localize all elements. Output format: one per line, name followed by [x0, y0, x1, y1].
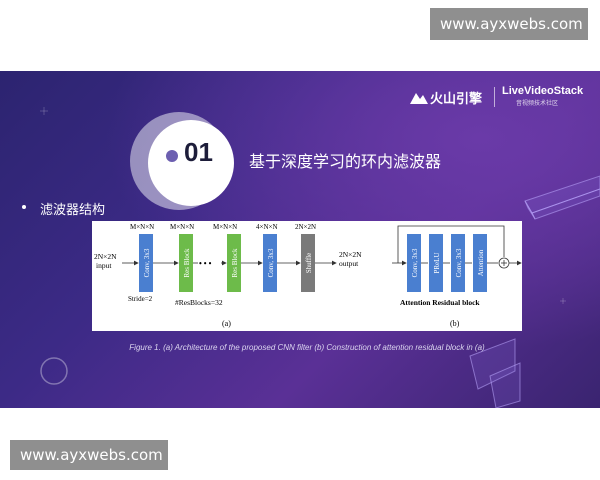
- attn-conv-1: [407, 234, 421, 292]
- input-label: input: [96, 261, 112, 270]
- attn-attention-label: Attention: [477, 249, 485, 276]
- res-block-1: [179, 234, 193, 292]
- res-block-2: [227, 234, 241, 292]
- attention-title: Attention Residual block: [400, 298, 480, 307]
- bullet-text: 滤波器结构: [40, 203, 106, 218]
- watermark-top: www.ayxwebs.com: [430, 8, 588, 40]
- conv-block-1-label: Conv, 3x3: [143, 248, 151, 277]
- bullet-dot: [22, 205, 26, 209]
- shuffle-block: [301, 234, 315, 292]
- resblocks-label: #ResBlocks=32: [175, 298, 223, 307]
- shuffle-block-label: Shuffle: [305, 253, 313, 273]
- attn-conv-2: [451, 234, 465, 292]
- section-number: 01: [184, 137, 213, 167]
- livevideostack-logo: LiveVideoStack 音视频技术社区: [502, 85, 583, 107]
- logo-divider: [494, 87, 495, 107]
- dim-2: M×N×N: [170, 223, 194, 231]
- res-block-1-label: Res Block: [183, 248, 191, 277]
- section-badge: [148, 120, 234, 206]
- attn-conv-1-label: Conv, 3x3: [411, 248, 419, 277]
- logo-left-text: 火山引擎: [430, 92, 483, 107]
- figure-panel: 2N×2N input Conv, 3x3 M×N×N Stride=2 Res…: [92, 221, 522, 331]
- input-dim: 2N×2N: [94, 252, 117, 261]
- watermark-bottom: www.ayxwebs.com: [10, 440, 168, 470]
- mountain-icon: [410, 93, 428, 104]
- dim-4: 4×N×N: [256, 223, 278, 231]
- attn-attention: [473, 234, 487, 292]
- figure-caption: Figure 1. (a) Architecture of the propos…: [129, 343, 485, 352]
- slide: 火山引擎 LiveVideoStack 音视频技术社区 01 基于深度学习的环内…: [0, 71, 600, 408]
- logo-right-subtitle: 音视频技术社区: [516, 100, 559, 107]
- dim-3: M×N×N: [213, 223, 237, 231]
- conv-block-1: [139, 234, 153, 292]
- label-b: (b): [450, 319, 460, 328]
- badge-dot: [166, 150, 178, 162]
- skip-connection: [397, 225, 505, 263]
- label-a: (a): [222, 319, 231, 328]
- output-label: output: [339, 259, 359, 268]
- section-heading: 基于深度学习的环内滤波器: [249, 152, 442, 171]
- logo-right-text: LiveVideoStack: [502, 85, 584, 97]
- conv-block-2-label: Conv, 3x3: [267, 248, 275, 277]
- res-block-2-label: Res Block: [231, 248, 239, 277]
- conv-block-2: [263, 234, 277, 292]
- attn-prelu-label: PReLU: [433, 253, 441, 274]
- attn-conv-2-label: Conv, 3x3: [455, 248, 463, 277]
- attn-prelu: [429, 234, 443, 292]
- dim-1: M×N×N: [130, 223, 154, 231]
- dim-5: 2N×2N: [295, 223, 316, 231]
- ellipsis: • • •: [199, 259, 212, 268]
- stride-label: Stride=2: [128, 295, 153, 303]
- architecture-diagram: 2N×2N input Conv, 3x3 M×N×N Stride=2 Res…: [94, 223, 522, 328]
- output-dim: 2N×2N: [339, 250, 362, 259]
